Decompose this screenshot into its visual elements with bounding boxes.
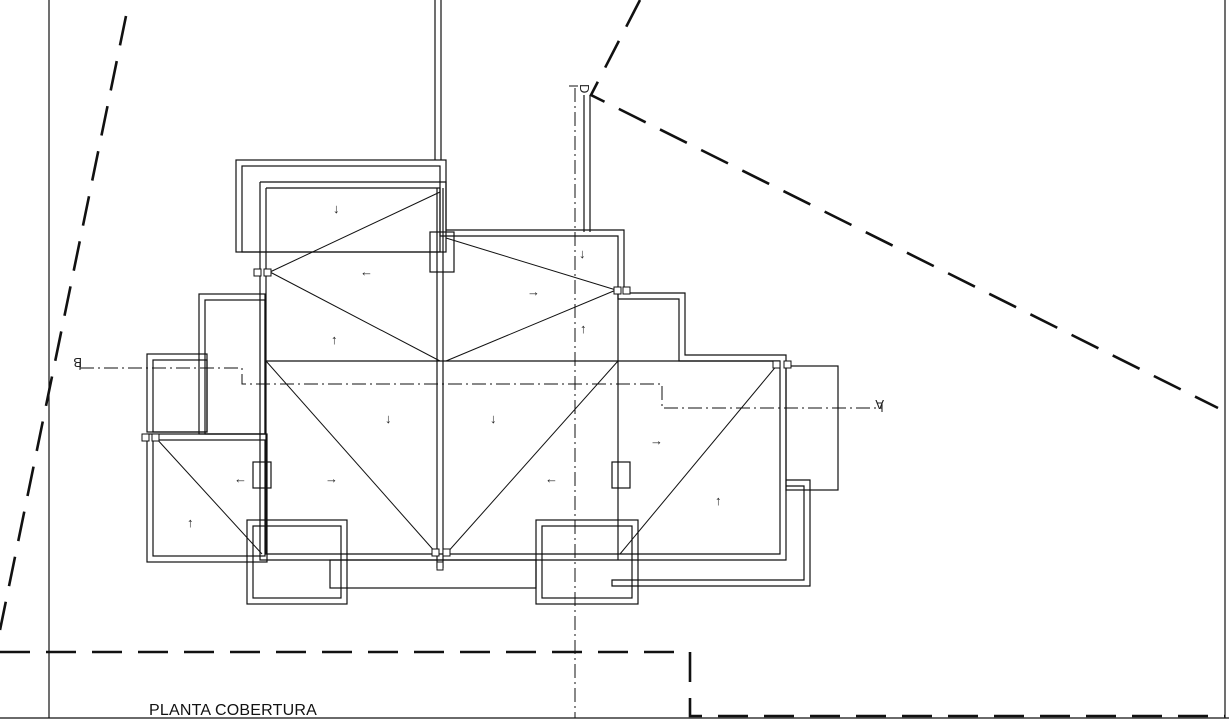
slope-arrow: ↓ [490,411,497,426]
section-lines [80,88,882,718]
slope-arrow: → [325,471,338,486]
slope-arrow: ↑ [715,493,722,508]
drain-markers [141,268,792,571]
slope-arrow: ← [545,471,558,486]
slope-arrow: ← [360,264,373,279]
section-label-d: D [577,84,592,93]
slope-arrows: ↓ ← ↓ ↑ ↑ ↓ ↓ ← → → ← → ↑ ↑ [187,201,722,530]
slope-arrow: → [650,433,663,448]
slope-arrow: ↓ [333,201,340,216]
slope-arrow: ↑ [580,321,587,336]
slope-arrow: ↓ [579,246,586,261]
section-label-b: B [73,355,82,370]
drawing-title: PLANTA COBERTURA [149,702,317,719]
slope-arrow: ↓ [385,411,392,426]
slope-arrow: ↑ [331,332,338,347]
slope-arrow: ← [234,471,247,486]
roof-hip-lines [154,191,779,555]
slope-arrow: → [527,284,540,299]
section-label-a: A [875,397,884,412]
slope-arrow: ↑ [187,515,194,530]
roof-outlines [146,0,839,605]
